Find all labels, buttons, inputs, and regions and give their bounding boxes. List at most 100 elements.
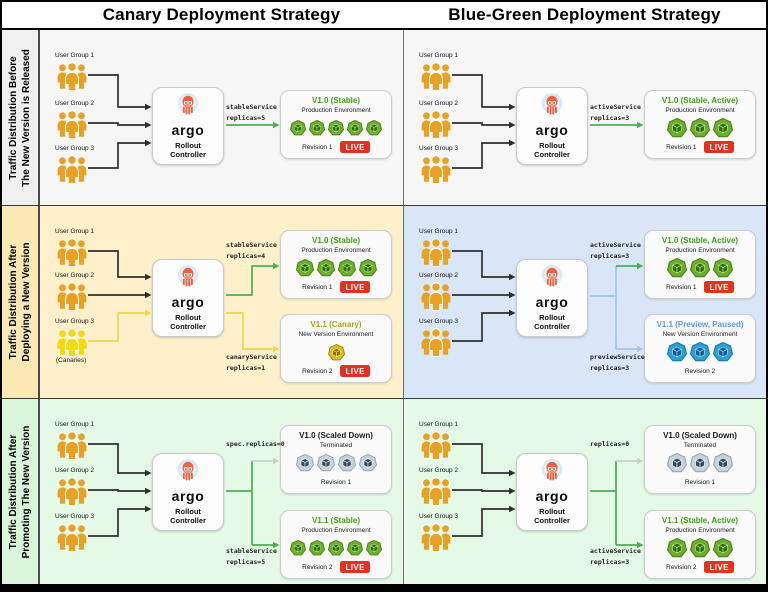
pod-icon <box>316 259 335 277</box>
environment-title: V1.0 (Stable, Active) <box>661 236 739 245</box>
environment-subtitle: Production Environment <box>665 527 735 534</box>
service-label: activeService replicas=3 <box>590 102 641 124</box>
pod-icon <box>713 538 733 558</box>
environment-title: V1.1 (Stable, Active) <box>661 516 739 525</box>
user-group: User Group 3 (Canaries) <box>54 318 116 364</box>
revision-label: Revision 1 <box>684 478 716 486</box>
environment-footer: Revision 2 <box>685 365 715 377</box>
pod-icon <box>667 342 687 362</box>
row-label-line2: Promoting The New Version <box>21 425 32 558</box>
user-group-icon <box>421 110 451 139</box>
live-badge: LIVE <box>704 281 734 293</box>
user-group-icon <box>421 282 451 311</box>
diagram-cell: User Group 1 User Group 2 <box>403 399 766 584</box>
argo-octopus-icon <box>541 459 563 481</box>
pod-icon <box>366 540 382 556</box>
row-label-text: Traffic Distribution After Deploying a N… <box>7 243 33 362</box>
controller-label-line1: Rollout <box>175 507 201 516</box>
diagram-cell: User Group 1 User Group 2 <box>40 206 403 398</box>
environment-box: V1.1 (Canary) New Version Environment Re… <box>280 314 392 383</box>
diagram-inner: Canary Deployment Strategy Blue-Green De… <box>2 2 766 584</box>
environment-title: V1.1 (Preview, Paused) <box>656 320 744 329</box>
pod-icon <box>713 258 733 278</box>
live-badge: LIVE <box>340 281 370 293</box>
service-label-line2: replicas=3 <box>590 114 630 123</box>
environment-footer: Revision 2 LIVE <box>666 561 734 573</box>
environment-subtitle: Production Environment <box>301 247 371 254</box>
pod-icon <box>667 258 687 278</box>
diagram-cell: User Group 1 User Group 2 <box>403 206 766 398</box>
pod-icon <box>337 454 356 472</box>
user-group: User Group 3 <box>418 318 480 357</box>
environment-box: V1.1 (Stable) Production Environment <box>280 510 392 579</box>
revision-label: Revision 2 <box>666 563 697 571</box>
pod-icon <box>309 120 325 136</box>
environment-subtitle: New Version Environment <box>298 331 374 338</box>
user-group: User Group 1 <box>418 228 480 267</box>
pod-icon <box>328 120 344 136</box>
argo-octopus-icon <box>177 459 199 481</box>
user-group-label: User Group 1 <box>419 228 459 235</box>
controller-label-line2: Controller <box>534 322 570 331</box>
user-group-label: User Group 2 <box>55 272 95 279</box>
user-group-icon <box>57 523 87 552</box>
user-group-label: User Group 3 <box>419 145 459 152</box>
user-group-label: User Group 2 <box>419 467 459 474</box>
argo-wordmark: argo <box>535 122 569 138</box>
pod-row <box>295 453 377 473</box>
user-group-icon <box>57 477 87 506</box>
controller-label-line1: Rollout <box>539 141 565 150</box>
pod-icon <box>358 259 377 277</box>
environment-footer: Revision 1 <box>321 476 351 488</box>
environment-footer: Revision 1 <box>685 476 715 488</box>
user-group-icon <box>57 282 87 311</box>
environment-subtitle: Production Environment <box>301 527 371 534</box>
user-group: User Group 2 <box>418 100 480 139</box>
argo-octopus-icon <box>541 93 563 115</box>
environment-subtitle: New Version Environment <box>662 331 738 338</box>
user-group-label: User Group 3 <box>55 318 95 325</box>
pod-icon <box>327 343 345 360</box>
service-label: stableService replicas=5 <box>226 546 277 568</box>
pod-row <box>667 538 733 558</box>
user-group: User Group 2 <box>418 272 480 311</box>
pod-icon <box>366 120 382 136</box>
user-group-icon <box>57 328 87 357</box>
user-group: User Group 2 <box>54 100 116 139</box>
user-group-icon <box>57 238 87 267</box>
pod-icon <box>309 540 325 556</box>
user-group: User Group 1 <box>54 52 116 91</box>
environment-box: V1.0 (Stable, Active) Production Environ… <box>644 90 756 159</box>
revision-label: Revision 1 <box>666 283 697 291</box>
pod-row <box>290 538 382 558</box>
rollout-controller-box: argo Rollout Controller <box>152 453 224 531</box>
user-group: User Group 2 <box>54 272 116 311</box>
argo-wordmark: argo <box>171 294 205 310</box>
header: Canary Deployment Strategy Blue-Green De… <box>2 2 766 30</box>
revision-label: Revision 2 <box>684 367 716 375</box>
pod-icon <box>316 454 335 472</box>
environment-subtitle: Production Environment <box>301 107 371 114</box>
pod-icon <box>713 342 733 362</box>
pod-row <box>667 118 733 138</box>
live-badge: LIVE <box>340 141 370 153</box>
pod-icon <box>358 454 377 472</box>
user-group-icon <box>421 238 451 267</box>
pod-icon <box>290 120 306 136</box>
user-group-label: User Group 1 <box>419 421 459 428</box>
user-group-label: User Group 1 <box>55 421 95 428</box>
environment-box: V1.0 (Stable, Active) Production Environ… <box>644 230 756 299</box>
service-label: previewService replicas=3 <box>590 352 645 374</box>
pod-row <box>327 342 345 362</box>
user-group-sublabel: (Canaries) <box>56 357 87 364</box>
live-badge: LIVE <box>340 365 370 377</box>
service-label-line2: replicas=3 <box>590 252 630 261</box>
environment-title: V1.0 (Stable, Active) <box>661 96 739 105</box>
user-group: User Group 3 <box>54 513 116 552</box>
rollout-controller-box: argo Rollout Controller <box>152 259 224 337</box>
live-badge: LIVE <box>340 561 370 573</box>
row-label-line2: Deploying a New Version <box>21 242 32 362</box>
header-spacer <box>2 2 40 28</box>
pod-icon <box>290 540 306 556</box>
row-label-line1: Traffic Distribution After <box>8 244 19 360</box>
